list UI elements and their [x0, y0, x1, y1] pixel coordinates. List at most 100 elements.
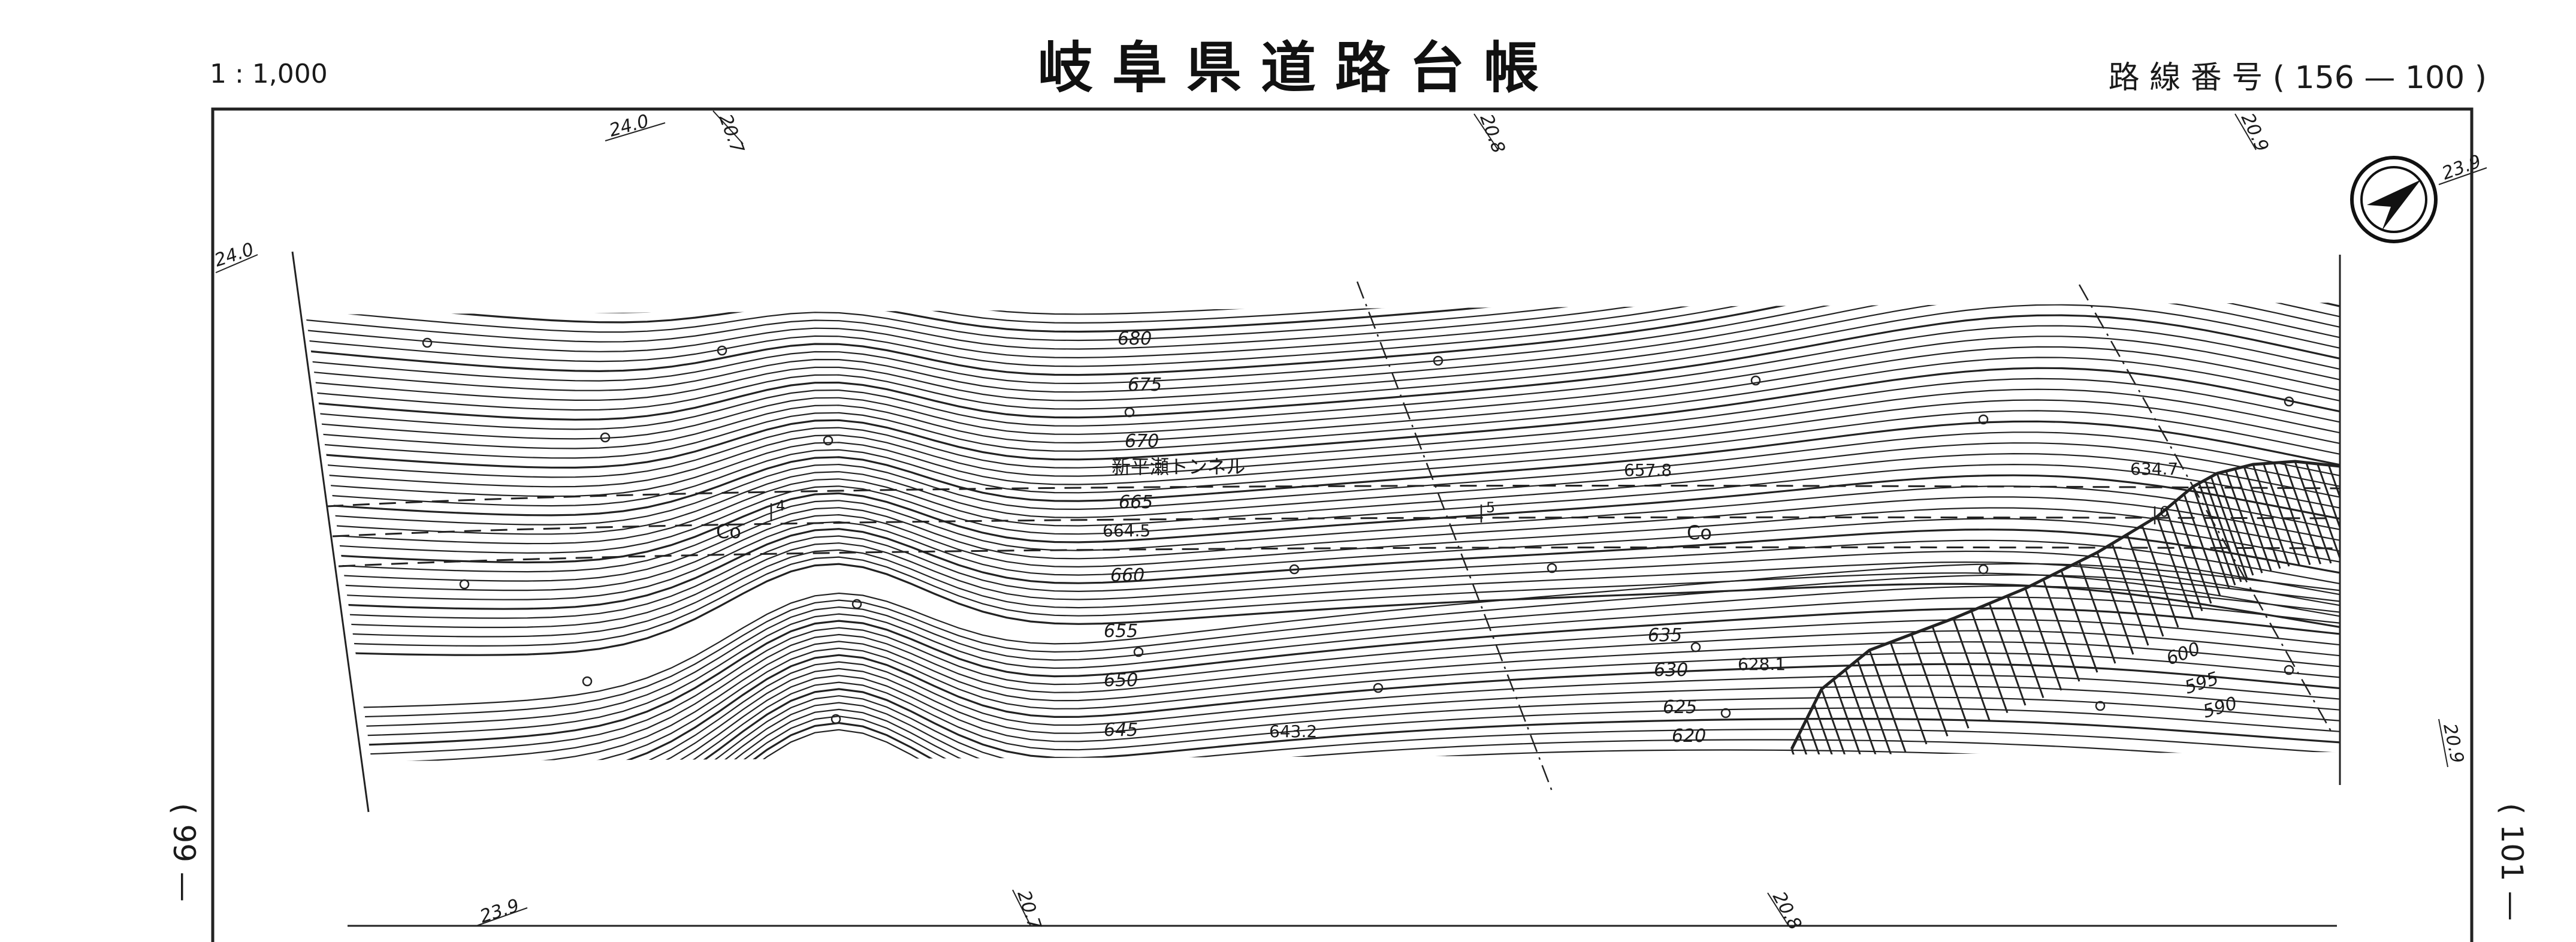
cliff-hatch-line: [1889, 642, 1928, 745]
contour-line: [306, 325, 2340, 430]
contour-line: [306, 378, 2340, 478]
cliff-hatch-line: [2060, 570, 2098, 673]
station-marker-group: 4 5 6: [770, 497, 2169, 524]
cliff-hatch-line: [2305, 462, 2340, 565]
contour-line: [306, 563, 2340, 709]
contour-line: [306, 585, 2340, 729]
contour-line: [306, 528, 2340, 610]
spot-height: 634.7: [2130, 459, 2178, 479]
spot-height: 628.1: [1738, 654, 1786, 674]
cliff-hatch-line: [2096, 552, 2134, 655]
contour-line: [306, 399, 2340, 497]
edge-measurement: 23.9: [2439, 151, 2484, 185]
edge-measurement-group: 24.0 20.7 20.8 20.9 23.9 24.0 23.9 20.7 …: [212, 110, 2487, 934]
contour-line: [306, 647, 2340, 761]
cliff-hatch-line: [2024, 588, 2062, 691]
contour-line: [306, 474, 2340, 564]
route-number-label: 路 線 番 号 ( 156 — 100 ): [2109, 60, 2487, 96]
edge-measurement: 24.0: [212, 239, 256, 271]
station-marker: 6: [2160, 503, 2169, 520]
right-page-number: ( 101 —: [2495, 803, 2529, 921]
contour-line: [306, 549, 2340, 638]
cliff-hatch-line: [2284, 461, 2321, 564]
contour-line: [306, 702, 2340, 761]
cliff-hatch-line: [2006, 596, 2045, 698]
pavement-label: Co: [1687, 521, 1712, 544]
contour-line: [306, 668, 2340, 761]
left-page-number: ( 99 —: [167, 803, 201, 902]
cliff-hatch-line: [1790, 748, 1829, 761]
contour-line: [306, 303, 2340, 393]
contour-line: [306, 303, 2340, 306]
contour-line: [306, 346, 2340, 449]
contour-line: [306, 681, 2340, 761]
contour-label: 670: [1125, 431, 1159, 452]
contour-line: [306, 708, 2340, 761]
cliff-hatch-line: [1931, 626, 1970, 729]
contour-line: [306, 556, 2340, 647]
contour-line: [306, 303, 2340, 333]
cliff-hatch-line: [2111, 543, 2149, 646]
contour-line: [306, 303, 2340, 376]
sheet-frame: [211, 107, 2474, 942]
cliff-hatch-line: [2252, 464, 2290, 567]
cliff-hatch-line: [2225, 470, 2263, 573]
contour-label: 600: [2164, 638, 2203, 669]
contour-line: [306, 452, 2340, 545]
cliff-hatch-line: [2126, 534, 2164, 637]
survey-boundary: [291, 251, 2341, 927]
contour-line: [306, 303, 2340, 315]
contour-label: 675: [1128, 375, 1162, 395]
contour-label: 625: [1663, 697, 1697, 718]
cliff-hatch-line: [1970, 611, 2009, 713]
contour-line: [306, 661, 2340, 761]
page-title: 岐 阜 県 道 路 台 帳: [1038, 36, 1539, 100]
cliff-hatch-line: [2078, 561, 2116, 664]
contour-line: [306, 485, 2340, 573]
contour-label: 630: [1654, 660, 1688, 681]
contour-label: 655: [1104, 621, 1138, 642]
cliff-hatch-line: [1832, 679, 1871, 761]
contour-line: [288, 171, 2349, 297]
contour-line: [306, 574, 2340, 719]
edge-measurement: 23.9: [478, 895, 522, 928]
cliff-hatch-line: [2141, 525, 2179, 628]
contour-line: [306, 303, 2340, 401]
contour-line: [306, 695, 2340, 761]
cliff-hatch-line: [1952, 618, 1991, 721]
cliff-hatch-line: [2165, 509, 2203, 611]
cliff-hatch-line: [2273, 463, 2311, 565]
station-marker: 5: [1486, 499, 1495, 516]
spot-height: 643.2: [1269, 721, 1317, 741]
contour-line: [306, 542, 2340, 629]
contour-line: [306, 410, 2340, 507]
spot-height: 664.5: [1103, 521, 1150, 541]
cliff-hatch-line: [1805, 718, 1844, 761]
contour-line: [288, 161, 2349, 288]
edge-measurement: 20.9: [2237, 110, 2273, 155]
edge-measurement: 20.8: [1475, 111, 1509, 156]
contour-line: [306, 367, 2340, 469]
contour-label: 645: [1104, 720, 1138, 741]
contour-line: [306, 715, 2340, 761]
contour-line: [306, 729, 2340, 761]
contour-line: [306, 388, 2340, 488]
cliff-hatch-line: [2263, 463, 2300, 566]
survey-points: [422, 337, 2294, 724]
edge-measurement: 20.7: [714, 111, 748, 156]
contour-line: [306, 303, 2340, 342]
contour-line: [306, 303, 2340, 385]
contour-line: [306, 675, 2340, 761]
contour-label-group: 680 675 670 665 660 655 650 645 635 630 …: [1104, 328, 2239, 747]
contour-line: [306, 654, 2340, 761]
spot-height-group: 657.8 664.5 643.2 634.7 628.1: [1103, 459, 2178, 741]
tunnel-alignment: [326, 484, 2341, 567]
contour-line: [306, 618, 2340, 757]
station-lines: [1356, 281, 2332, 792]
cliff-hatch-line: [2042, 579, 2080, 682]
cliff-hatch-line: [1868, 650, 1907, 753]
scale-label: 1 : 1,000: [210, 59, 328, 89]
contour-label: 595: [2182, 668, 2221, 699]
edge-measurement: 20.9: [2439, 721, 2468, 765]
